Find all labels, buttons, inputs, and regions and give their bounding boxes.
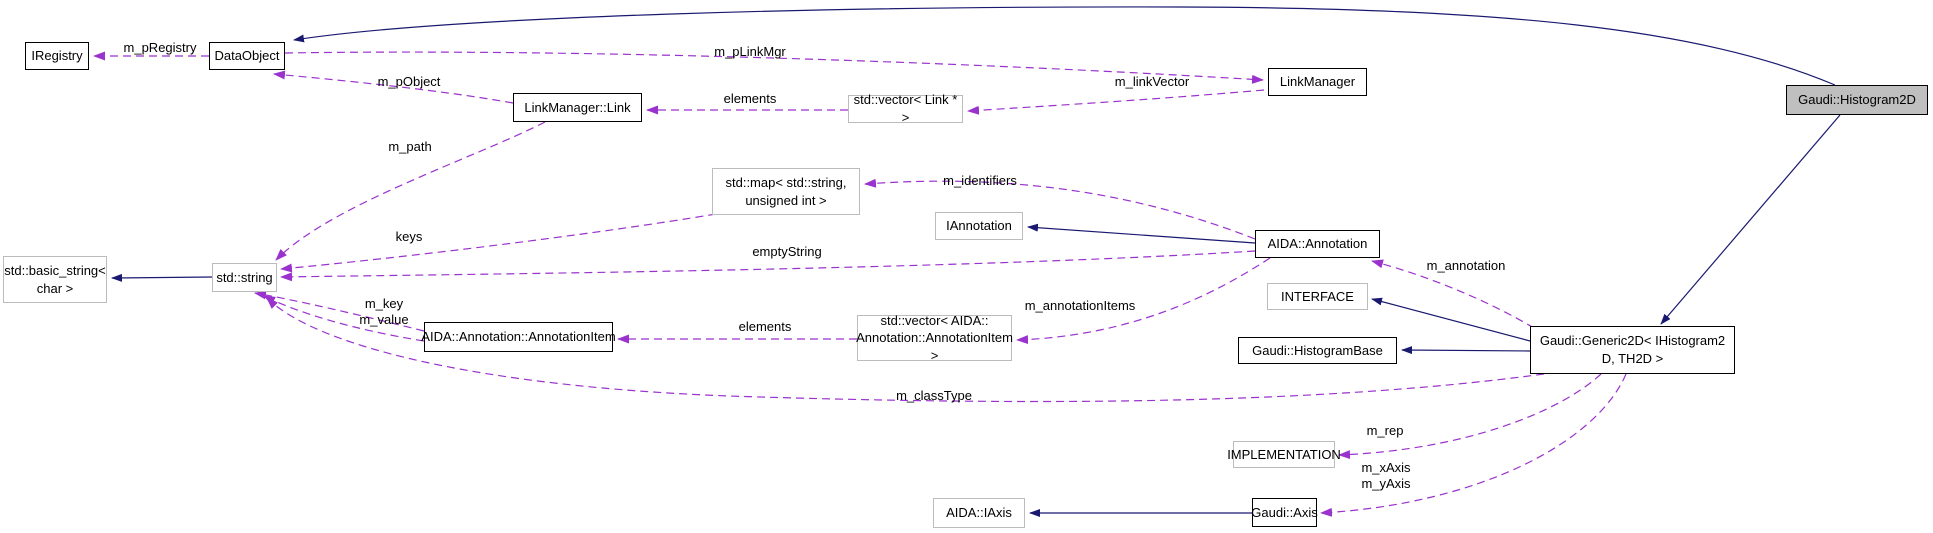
node-std-vector-annotationitem[interactable]: std::vector< AIDA:: Annotation::Annotati… (856, 312, 1013, 363)
edge-m-key (254, 290, 425, 332)
node-gaudi-histogram2d[interactable]: Gaudi::Histogram2D (1786, 85, 1928, 115)
edge-keys (280, 213, 717, 273)
node-gaudi-axis[interactable]: Gaudi::Axis (1251, 498, 1318, 527)
node-iannotation[interactable]: IAnnotation (935, 212, 1023, 240)
edge-m-pobject (273, 70, 514, 104)
node-annotationitem[interactable]: AIDA::Annotation::AnnotationItem (421, 322, 616, 352)
edge-string-basicstring (111, 273, 213, 282)
edge-emptystring (280, 250, 1256, 282)
node-linkmanager[interactable]: LinkManager (1268, 68, 1367, 96)
edge-annotation-iannotation (1027, 223, 1256, 244)
edge-m-path (275, 121, 546, 261)
edge-histogram2d-generic2d (1660, 114, 1841, 325)
node-implementation[interactable]: IMPLEMENTATION (1227, 441, 1341, 468)
edge-m-identifiers (864, 178, 1256, 240)
node-linkmanager-link[interactable]: LinkManager::Link (513, 93, 642, 122)
node-gaudi-histogrambase[interactable]: Gaudi::HistogramBase (1238, 337, 1397, 364)
edge-m-annotation (1371, 259, 1535, 329)
node-iregistry[interactable]: IRegistry (25, 42, 89, 70)
node-dataobject[interactable]: DataObject (209, 42, 285, 70)
node-std-map[interactable]: std::map< std::string, unsigned int > (712, 168, 860, 215)
edge-m-classtype (266, 297, 1545, 403)
edge-m-xaxis-m-yaxis (1320, 373, 1627, 517)
node-std-basic-string[interactable]: std::basic_string< char > (3, 256, 107, 303)
edge-generic2d-interface (1371, 297, 1531, 342)
node-std-vector-link[interactable]: std::vector< Link * > (848, 92, 963, 125)
edge-histogram2d-dataobject (293, 6, 1836, 86)
edge-m-annotationitems (1016, 257, 1271, 345)
edge-generic2d-histogrambase (1401, 346, 1531, 355)
node-aida-annotation[interactable]: AIDA::Annotation (1255, 230, 1380, 258)
node-interface[interactable]: INTERFACE (1267, 283, 1368, 310)
node-std-string[interactable]: std::string (212, 263, 277, 292)
edge-m-value (263, 295, 425, 342)
edge-m-linkvector (967, 89, 1265, 115)
edge-m-plinkmgr (284, 51, 1264, 84)
node-gaudi-generic2d[interactable]: Gaudi::Generic2D< IHistogram2 D, TH2D > (1530, 326, 1735, 374)
node-aida-iaxis[interactable]: AIDA::IAxis (933, 498, 1025, 528)
